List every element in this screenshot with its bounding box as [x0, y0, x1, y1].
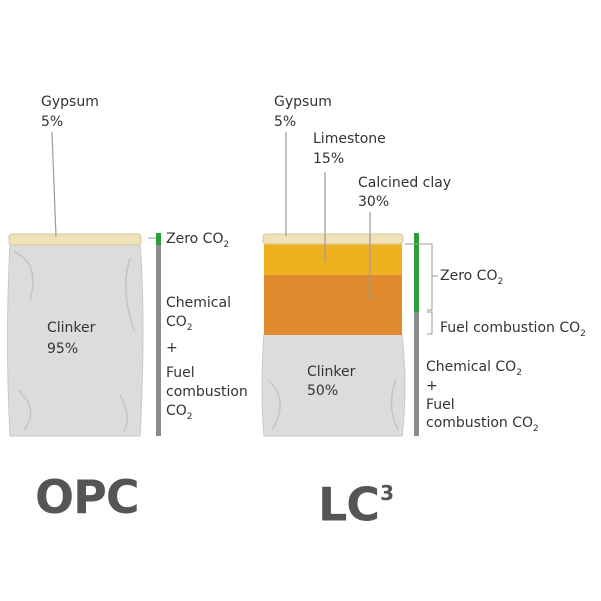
lc3-bag — [261, 233, 406, 437]
opc-bag — [7, 233, 144, 437]
lc3-zero-co2-label: Zero CO2 — [440, 268, 504, 287]
opc-zero-co2-label: Zero CO2 — [166, 231, 230, 250]
lc3-clay-band — [264, 274, 402, 335]
opc-gypsum-label: Gypsum — [41, 94, 99, 110]
opc-gypsum-percent: 5% — [41, 114, 64, 130]
lc3-plus-sign: + — [426, 378, 438, 394]
opc-grey-bar — [156, 245, 161, 436]
lc3-gypsum-label: Gypsum — [274, 94, 332, 110]
lc3-combustion-co2-label: combustion CO2 — [426, 415, 539, 434]
opc-gypsum-band — [8, 233, 142, 246]
lc3-limestone-label: Limestone — [313, 131, 386, 147]
lc3-fuel-bracket — [427, 311, 433, 335]
lc3-clay-label: Calcined clay — [358, 175, 452, 191]
lc3-clay-percent: 30% — [358, 194, 390, 210]
lc3-gypsum-percent: 5% — [274, 114, 297, 130]
lc3-chemical-co2-label: Chemical CO2 — [426, 359, 522, 378]
opc-fuel-label: Fuel — [166, 365, 195, 381]
lc3-green-bar — [414, 233, 419, 312]
opc-chemical-label: Chemical — [166, 295, 231, 311]
opc-bag-body — [7, 243, 144, 437]
lc3-zero-bracket — [427, 243, 433, 311]
opc-clinker-percent: 95% — [47, 341, 79, 357]
opc-plus-sign: + — [166, 340, 178, 356]
lc3-title: LC3 — [318, 477, 394, 532]
lc3-limestone-percent: 15% — [313, 151, 345, 167]
lc3-clinker-percent: 50% — [307, 383, 339, 399]
lc3-fuel-label: Fuel — [426, 397, 455, 413]
opc-title: OPC — [35, 470, 140, 524]
lc3-limestone-band — [264, 243, 402, 275]
opc-combustion-co2-label: CO2 — [166, 403, 193, 422]
opc-chemical-co2-label: CO2 — [166, 314, 193, 333]
lc3-clinker-label: Clinker — [307, 364, 356, 380]
opc-clinker-label: Clinker — [47, 320, 96, 336]
opc-combustion-label: combustion — [166, 384, 248, 400]
opc-gypsum-leader — [51, 131, 57, 238]
lc3-bag-fold — [267, 379, 399, 431]
lc3-grey-bar — [414, 312, 419, 436]
lc3-bag-body — [261, 333, 406, 437]
lc3-fuel-combustion-label: Fuel combustion CO2 — [440, 320, 586, 339]
lc3-gypsum-band — [262, 233, 404, 245]
opc-green-bar — [156, 233, 161, 245]
opc-bag-fold — [13, 251, 135, 433]
